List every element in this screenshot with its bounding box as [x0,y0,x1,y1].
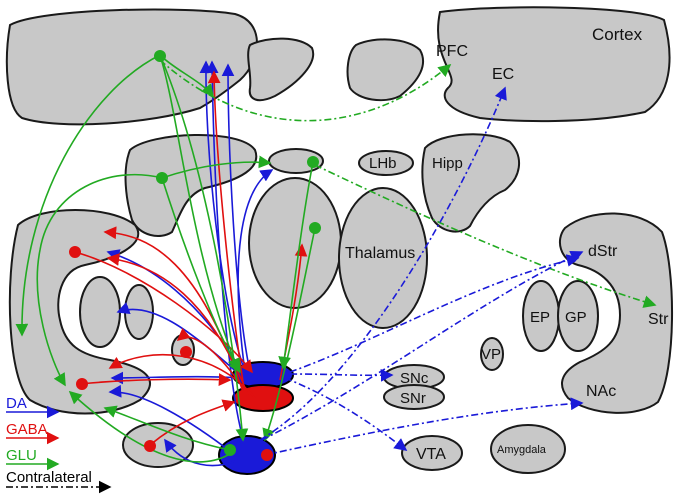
left-snr-region [232,384,294,412]
da-projection [237,169,274,373]
left-hippocampus-region [124,134,258,237]
gp-region [557,280,599,352]
cortex-label: Cortex [592,25,643,44]
amygdala-region [490,424,566,474]
da-projections [106,60,274,467]
glu-cell-dot [307,156,319,168]
da-projection [199,60,246,373]
region-labels: Cortex PFC EC LHb Hipp Thalamus dStr EP … [345,25,669,463]
snr-label: SNr [400,390,426,407]
hipp-label: Hipp [432,155,463,172]
glu-projection [15,54,161,337]
thalamus-region [338,187,428,329]
vp-region [480,337,504,371]
contralateral-da [264,397,584,456]
snr-region [383,384,445,410]
da-projection [116,302,241,376]
contralateral-projections [159,59,657,456]
left-cortex-lobe [247,37,315,102]
legend-glu-label: GLU [6,447,37,464]
glu-projection [103,405,231,451]
regions [5,6,673,474]
cell-bodies [69,50,321,461]
gaba-cell-dot [261,449,273,461]
gaba-projection [74,251,253,374]
hipp-region [421,133,520,233]
left-ep-region [79,276,121,348]
lhb-region [358,150,414,176]
snc-label: SNc [400,370,429,387]
glu-projection [36,173,163,387]
contralateral-da [289,368,394,382]
gaba-cell-dot [180,346,192,358]
legend: DA GABA GLU Contralateral [6,395,112,494]
glu-projection [278,161,314,370]
legend-contralateral-label: Contralateral [6,469,92,486]
gaba-cell-dot [76,378,88,390]
contralateral-da [259,86,507,441]
contralateral-da [261,250,584,441]
contralateral-glu [314,164,657,308]
dstr-label: dStr [588,243,618,260]
gaba-projection [79,373,232,386]
vta-label: VTA [416,446,446,463]
glu-projections [15,54,316,463]
gp-label: GP [565,309,587,326]
left-thalamus-region [248,177,342,309]
glu-cell-dot [154,50,166,62]
vta-region [401,435,463,471]
da-projection [221,63,251,373]
da-projection [164,438,239,467]
gaba-projection [207,70,246,396]
da-projection [205,60,246,446]
thalamus-label: Thalamus [345,245,415,262]
nac-label: NAc [586,383,616,400]
str-label: Str [648,311,669,328]
glu-cell-dot [156,172,168,184]
pfc-label: PFC [436,43,468,60]
right-striatum-region [558,212,673,414]
lhb-label: LHb [369,155,397,172]
contralateral-glu [159,59,452,122]
gaba-projection [149,399,236,446]
projections [15,54,657,467]
glu-projection [262,227,316,442]
glu-cell-dot [309,222,321,234]
legend-da-label: DA [6,395,27,412]
gaba-cell-dot [144,440,156,452]
left-cortex-region [5,8,258,126]
glu-projection [68,390,229,463]
gaba-cell-dot [69,246,81,258]
legend-gaba-label: GABA [6,421,48,438]
da-projection [108,384,236,456]
glu-projection [161,177,241,374]
contralateral-da [284,377,408,451]
glu-projection [159,54,240,372]
glu-projection [159,54,249,442]
ep-label: EP [530,309,550,326]
glu-projection [161,155,272,179]
amygdala-label: Amygdala [497,444,547,456]
glu-cell-dot [224,444,236,456]
vp-label: VP [481,346,501,363]
right-cortex-lobe [346,38,425,102]
contralateral-da [289,254,580,373]
ec-label: EC [492,66,514,83]
